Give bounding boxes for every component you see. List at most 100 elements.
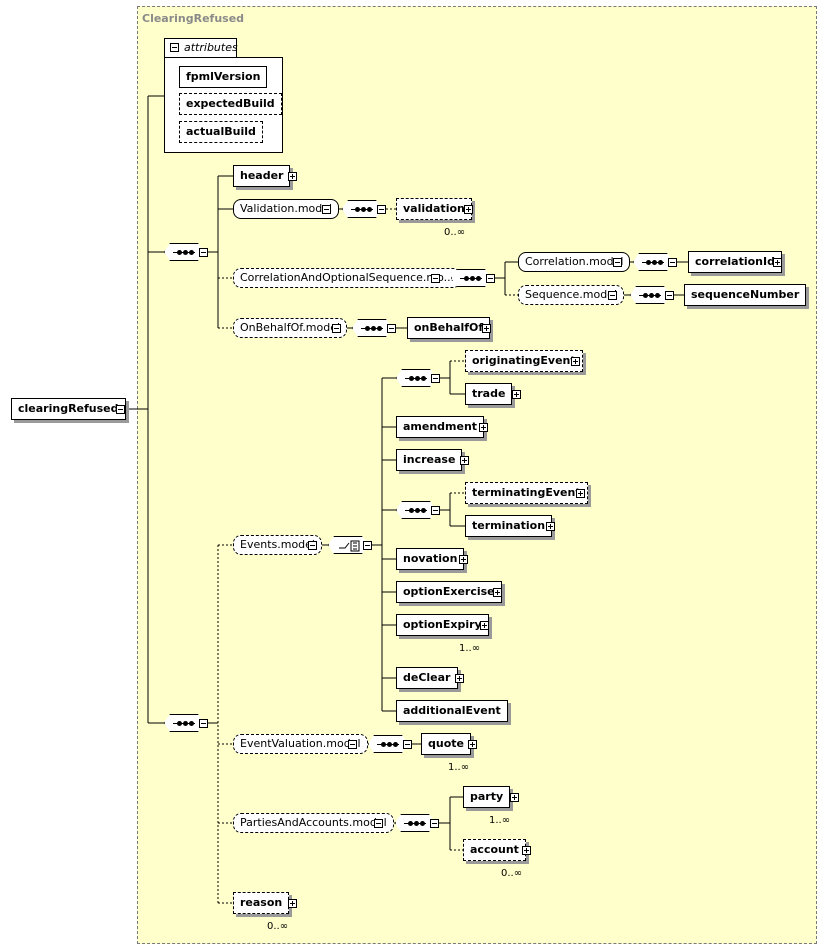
collapse-icon[interactable] [199,719,208,728]
element-declear[interactable]: deClear [396,667,458,689]
group-sequence-model[interactable]: Sequence.model [518,285,625,305]
collapse-icon[interactable] [374,819,383,828]
expand-icon[interactable] [288,172,297,181]
element-label: party [470,790,504,803]
collapse-icon[interactable] [170,43,179,52]
group-label: EventValuation.model [240,737,361,750]
element-termination[interactable]: termination [465,515,553,537]
expand-icon[interactable] [510,793,519,802]
group-onbehalfof-model[interactable]: OnBehalfOf.model [233,318,348,338]
collapse-icon[interactable] [377,205,386,214]
collapse-icon[interactable] [665,291,674,300]
expand-icon[interactable] [493,588,502,597]
expand-icon[interactable] [482,324,491,333]
element-optionexercise[interactable]: optionExercise [396,581,502,603]
element-additionalevent[interactable]: additionalEvent [396,700,508,722]
collapse-icon[interactable] [608,291,617,300]
root-label: clearingRefused [18,402,119,415]
attribute-expectedbuild[interactable]: expectedBuild [179,93,282,115]
expand-icon[interactable] [288,899,297,908]
expand-icon[interactable] [522,846,531,855]
group-eventvaluation-model[interactable]: EventValuation.model [233,734,368,754]
group-label: OnBehalfOf.model [240,321,341,334]
cardinality-label: 1..∞ [489,815,511,826]
attribute-label: fpmlVersion [186,70,261,83]
element-novation[interactable]: novation [396,548,465,570]
expand-icon[interactable] [464,205,473,214]
expand-icon[interactable] [576,489,585,498]
collapse-icon[interactable] [348,740,357,749]
element-sequencenumber[interactable]: sequenceNumber [684,284,807,306]
expand-icon[interactable] [479,423,488,432]
element-terminatingevent[interactable]: terminatingEvent [465,482,588,504]
collapse-icon[interactable] [613,258,622,267]
element-correlationid[interactable]: correlationId [688,251,782,273]
group-partiesandaccounts-model[interactable]: PartiesAndAccounts.model [233,813,394,833]
collapse-icon[interactable] [363,541,372,550]
cardinality-label: 0..∞ [267,921,289,932]
attribute-fpmlversion[interactable]: fpmlVersion [179,66,268,88]
expand-icon[interactable] [546,522,555,531]
element-optionexpiry[interactable]: optionExpiry [396,614,489,636]
element-label: sequenceNumber [691,288,800,301]
collapse-icon[interactable] [322,205,331,214]
expand-icon[interactable] [571,357,580,366]
element-label: novation [403,552,458,565]
cardinality-label: 0..∞ [501,868,523,879]
collapse-icon[interactable] [387,324,396,333]
collapse-icon[interactable] [199,248,208,257]
sequence-compositor-icon [396,501,436,519]
group-label: Sequence.model [525,288,618,301]
panel-title: ClearingRefused [142,12,245,25]
element-reason[interactable]: reason [233,892,290,914]
collapse-icon[interactable] [431,506,440,515]
expand-icon[interactable] [460,456,469,465]
sequence-compositor-icon [396,369,436,387]
element-trade[interactable]: trade [465,383,513,405]
expand-icon[interactable] [512,390,521,399]
collapse-icon[interactable] [431,374,440,383]
element-label: correlationId [695,255,775,268]
attribute-actualbuild[interactable]: actualBuild [179,121,263,143]
element-increase[interactable]: increase [396,449,463,471]
element-label: increase [403,453,456,466]
element-quote[interactable]: quote [421,733,471,755]
cardinality-label: 0..∞ [444,227,466,238]
element-header[interactable]: header [233,165,291,187]
sequence-compositor-icon [633,253,673,271]
collapse-icon[interactable] [430,819,439,828]
sequence-compositor-icon [368,735,408,753]
collapse-icon[interactable] [332,324,341,333]
root-element[interactable]: clearingRefused [11,398,126,420]
group-correlation-and-optional-sequence-model[interactable]: CorrelationAndOptionalSequence.mo... [233,268,462,288]
expand-icon[interactable] [468,740,477,749]
sequence-compositor-icon [451,269,491,287]
group-label: PartiesAndAccounts.model [240,816,387,829]
element-onbehalfof[interactable]: onBehalfOf [407,317,491,339]
attribute-label: expectedBuild [186,97,275,110]
expand-icon[interactable] [773,258,782,267]
group-correlation-model[interactable]: Correlation.model [518,252,631,272]
collapse-icon[interactable] [308,541,317,550]
collapse-icon[interactable] [431,274,440,283]
group-validation-model[interactable]: Validation.model [233,199,340,219]
element-account[interactable]: account [463,839,526,861]
element-amendment[interactable]: amendment [396,416,485,438]
collapse-icon[interactable] [403,740,412,749]
collapse-icon[interactable] [486,274,495,283]
expand-icon[interactable] [455,674,464,683]
element-originatingevent[interactable]: originatingEvent [465,350,583,372]
group-events-model[interactable]: Events.model [233,535,322,555]
group-label: Correlation.model [525,255,624,268]
element-validation[interactable]: validation [396,198,472,220]
collapse-icon[interactable] [116,405,125,414]
expand-icon[interactable] [480,621,489,630]
element-label: additionalEvent [403,704,501,717]
element-party[interactable]: party [463,786,511,808]
expand-icon[interactable] [459,555,468,564]
cardinality-label: 1..∞ [459,643,481,654]
element-label: amendment [403,420,478,433]
collapse-icon[interactable] [668,258,677,267]
element-label: validation [403,202,465,215]
